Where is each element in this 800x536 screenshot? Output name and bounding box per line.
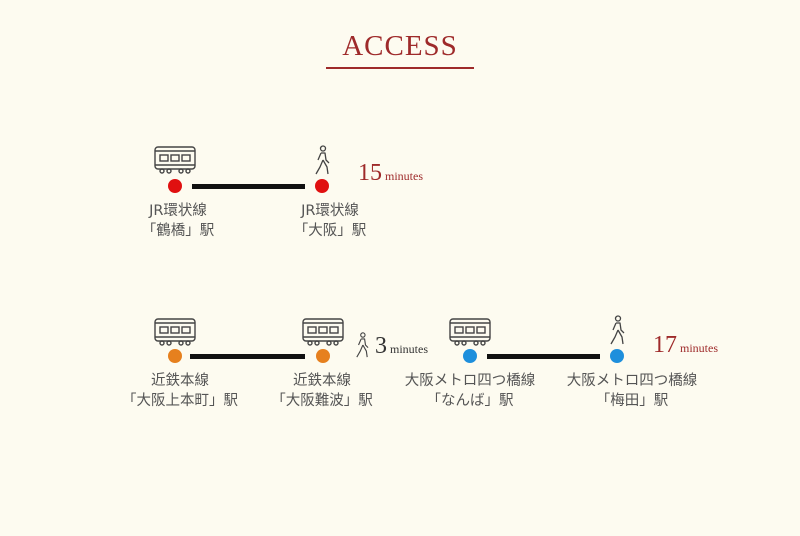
station-dot — [463, 349, 477, 363]
station-name: 「大阪上本町」駅 — [122, 393, 238, 409]
station-dot — [315, 179, 329, 193]
time-number: 17 — [653, 332, 677, 358]
station-dot — [316, 349, 330, 363]
station-dot — [168, 179, 182, 193]
station-name: 「なんば」駅 — [426, 393, 514, 409]
station-label-umeda: 大阪メトロ四つ橋線「梅田」駅 — [532, 371, 732, 411]
page-title: ACCESS — [342, 30, 458, 62]
time-unit: minutes — [680, 341, 718, 355]
station-label-tsuruhashi: JR環状線「鶴橋」駅 — [78, 201, 278, 241]
station-dot — [168, 349, 182, 363]
route-line — [190, 354, 305, 359]
walking-person-icon — [608, 315, 626, 345]
time-unit: minutes — [390, 342, 428, 356]
line-name: 近鉄本線 — [151, 373, 209, 389]
line-name: 大阪メトロ四つ橋線 — [404, 373, 536, 389]
station-label-namba: 近鉄本線「大阪難波」駅 — [222, 371, 422, 411]
station-name: 「梅田」駅 — [595, 393, 669, 409]
walking-person-icon — [313, 145, 331, 175]
station-name: 「大阪」駅 — [293, 223, 367, 239]
train-icon — [154, 317, 196, 347]
train-icon — [154, 145, 196, 175]
route-line — [192, 184, 305, 189]
line-name: 大阪メトロ四つ橋線 — [566, 373, 698, 389]
station-dot — [610, 349, 624, 363]
line-name: JR環状線 — [149, 203, 207, 219]
line-name: 近鉄本線 — [293, 373, 351, 389]
station-name: 「大阪難波」駅 — [271, 393, 373, 409]
time-number: 15 — [358, 160, 382, 186]
route-line — [487, 354, 600, 359]
train-icon — [449, 317, 491, 347]
train-icon — [302, 317, 344, 347]
station-label-metro-namba: 大阪メトロ四つ橋線「なんば」駅 — [370, 371, 570, 411]
walking-person-icon — [354, 332, 370, 358]
station-label-uehonmachi: 近鉄本線「大阪上本町」駅 — [80, 371, 280, 411]
station-name: 「鶴橋」駅 — [141, 223, 215, 239]
line-name: JR環状線 — [301, 203, 359, 219]
time-number: 3 — [375, 333, 387, 359]
station-label-osaka: JR環状線「大阪」駅 — [230, 201, 430, 241]
time-unit: minutes — [385, 169, 423, 183]
title-underline — [326, 67, 474, 69]
